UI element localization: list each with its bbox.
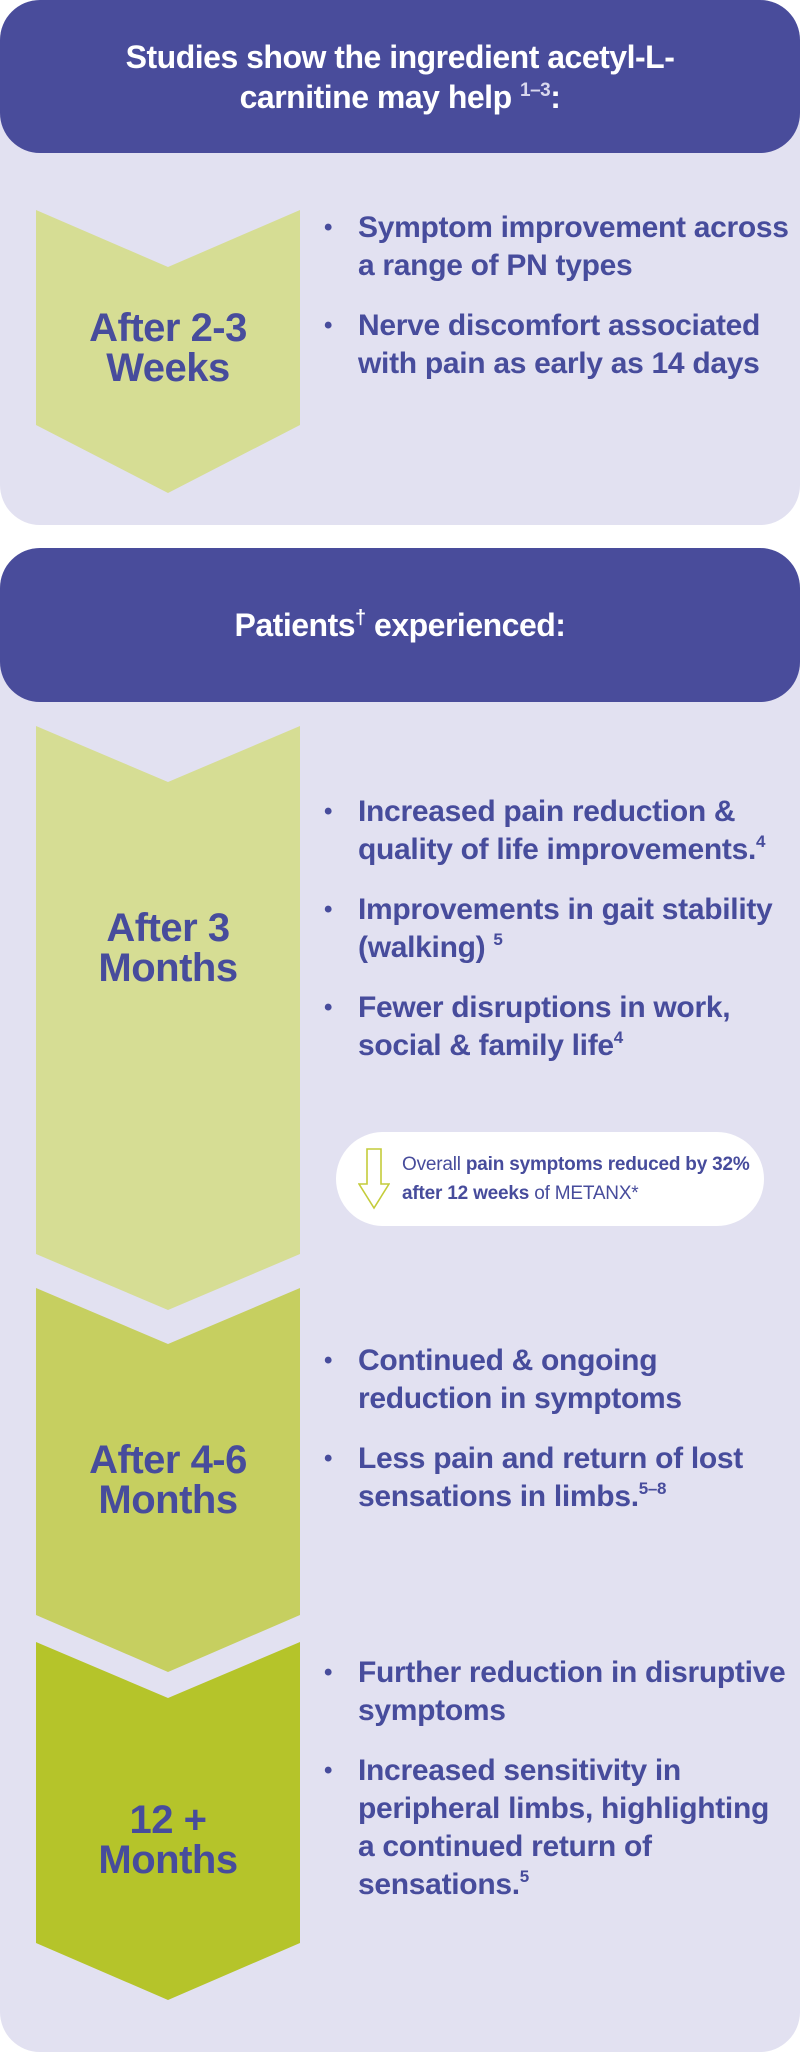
bullet-item: •Increased pain reduction & quality of l…: [324, 795, 766, 866]
bullet-item: •Further reduction in disruptive symptom…: [324, 1656, 786, 1727]
bullet-dot-icon: •: [324, 1445, 333, 1472]
stage-label: After 3 Months: [98, 906, 238, 990]
bullet-dot-icon: •: [324, 1757, 333, 1784]
bullet-dot-icon: •: [324, 214, 333, 241]
stage-bullet-list: •Continued & ongoing reduction in sympto…: [322, 1342, 792, 1516]
section2-title: Patients† experienced:: [234, 607, 566, 643]
stage-label: After 4-6 Months: [89, 1438, 247, 1522]
acetyl-l-carnitine-card: Studies show the ingredient acetyl-L-car…: [0, 0, 800, 525]
bullet-item: •Increased sensitivity in peripheral lim…: [324, 1754, 770, 1901]
chevron-after-2-3-weeks: After 2-3 Weeks: [36, 210, 300, 493]
chevron-arrow-icon: [36, 1642, 300, 2000]
stage-label: 12 + Months: [98, 1798, 238, 1882]
stage-label: After 2-3 Weeks: [89, 306, 247, 390]
bullet-item: •Continued & ongoing reduction in sympto…: [324, 1344, 682, 1415]
stage-bullet-list: •Increased pain reduction & quality of l…: [322, 793, 792, 1065]
bullet-dot-icon: •: [324, 312, 333, 339]
bullet-dot-icon: •: [324, 1347, 333, 1374]
chevron-after-4-6-months: After 4-6 Months: [36, 1288, 300, 1672]
stage-bullet-list: •Symptom improvement across a range of P…: [322, 209, 792, 383]
chevron-after-3-months: After 3 Months: [36, 726, 300, 1310]
down-arrow-icon: [358, 1148, 390, 1210]
chevron-arrow-icon: [36, 726, 300, 1310]
bullet-dot-icon: •: [324, 798, 333, 825]
stage-bullet-list: •Further reduction in disruptive symptom…: [322, 1654, 792, 1904]
section1-header: Studies show the ingredient acetyl-L-car…: [0, 0, 800, 153]
bullet-dot-icon: •: [324, 1659, 333, 1686]
bullet-item: •Nerve discomfort associated with pain a…: [324, 309, 761, 380]
bullet-dot-icon: •: [324, 994, 333, 1021]
pain-reduction-callout: Overall pain symptoms reduced by 32% aft…: [336, 1132, 764, 1226]
chevron-12-plus-months: 12 + Months: [36, 1642, 300, 2000]
callout-text: Overall pain symptoms reduced by 32% aft…: [402, 1154, 750, 1204]
bullet-dot-icon: •: [324, 896, 333, 923]
section2-header: Patients† experienced:: [0, 548, 800, 702]
dagger-reference: †: [355, 607, 366, 629]
chevron-arrow-icon: [36, 1288, 300, 1672]
bullet-item: •Improvements in gait stability (walking…: [324, 893, 773, 964]
bullet-item: •Fewer disruptions in work, social & fam…: [324, 991, 731, 1062]
section1-title-reference: 1–3: [520, 79, 551, 101]
bullet-item: •Symptom improvement across a range of P…: [324, 211, 789, 282]
chevron-arrow-icon: [36, 210, 300, 493]
bullet-item: •Less pain and return of lost sensations…: [324, 1442, 743, 1513]
section1-title: Studies show the ingredient acetyl-L-car…: [125, 38, 675, 115]
